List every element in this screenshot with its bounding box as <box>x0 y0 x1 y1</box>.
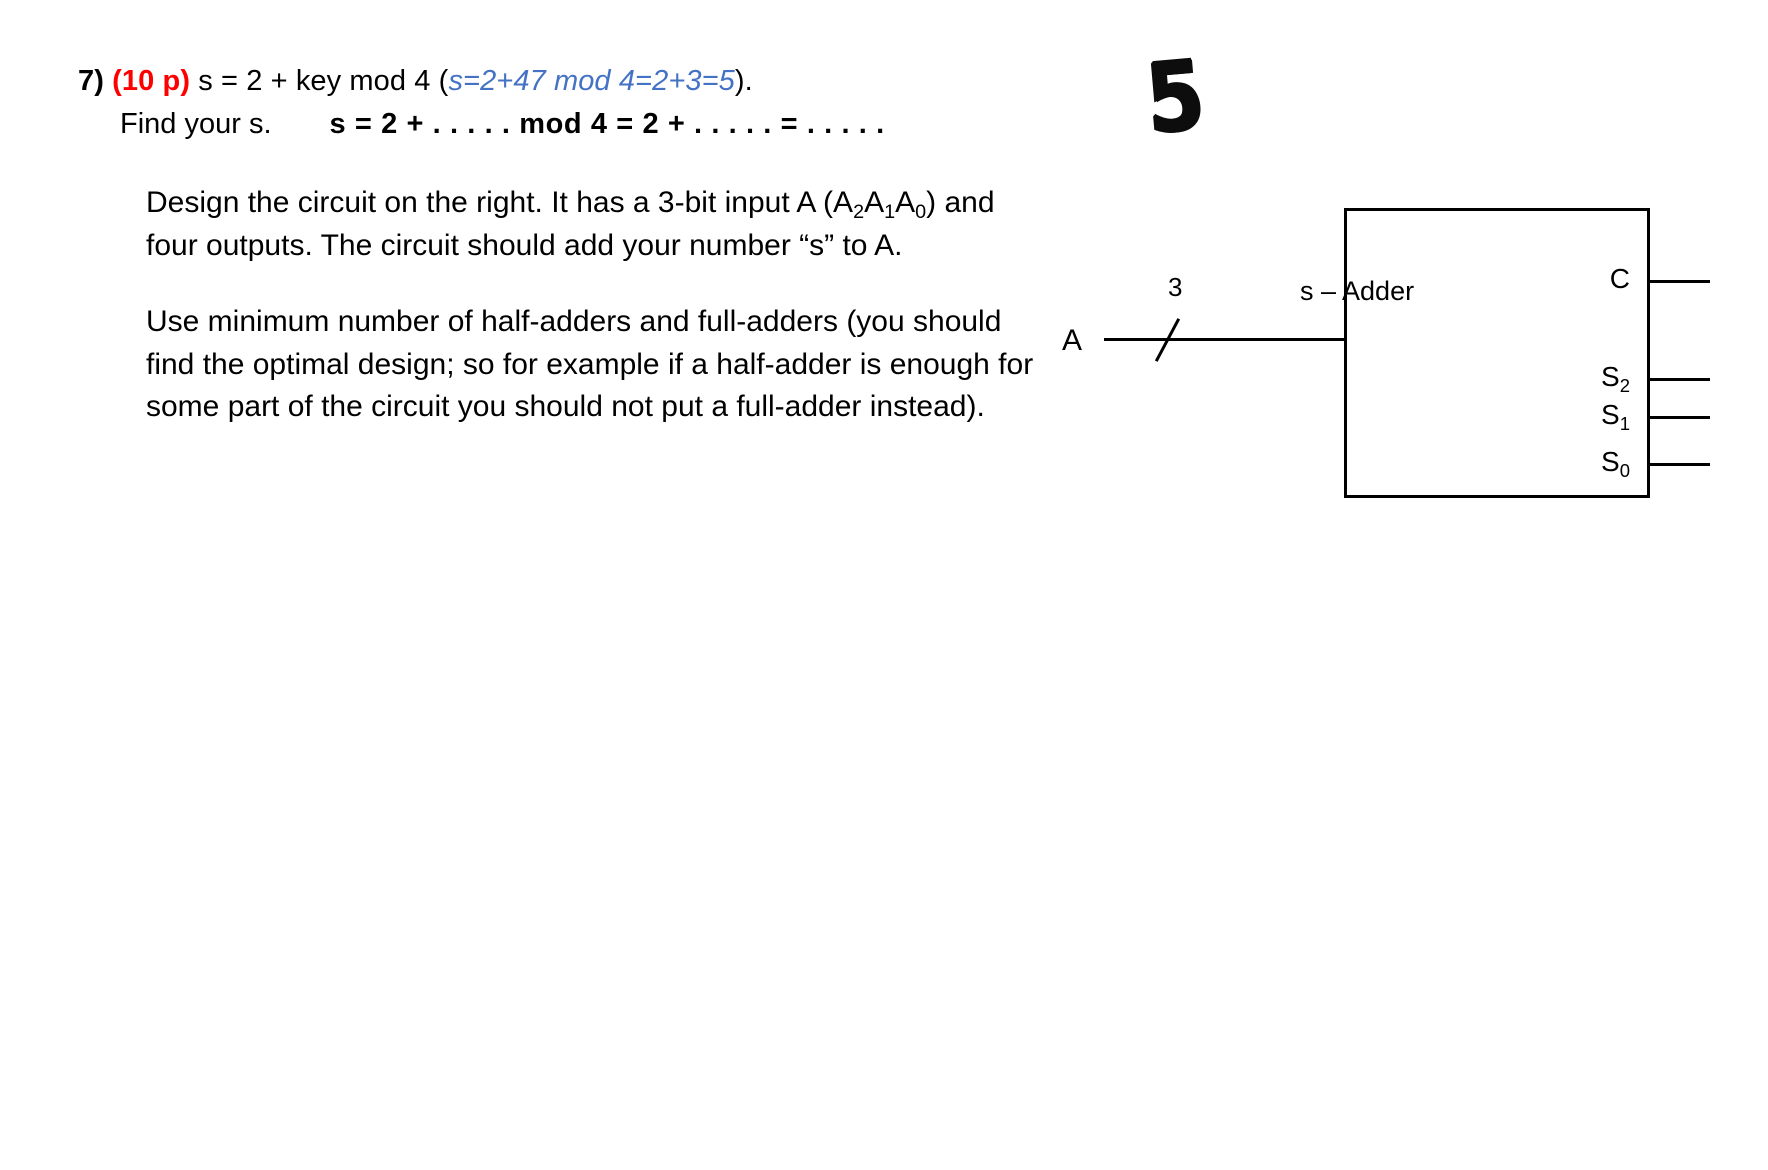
output-s0-subscript: 0 <box>1619 459 1630 481</box>
fill-in-expression: s = 2 + . . . . . mod 4 = 2 + . . . . . … <box>329 108 885 141</box>
output-s1-base: S <box>1601 399 1620 430</box>
output-s1-subscript: 1 <box>1619 412 1630 434</box>
circuit-diagram: A 3 C S2 S1 S0 <box>1040 170 1740 530</box>
output-s2-base: S <box>1601 361 1620 392</box>
output-s2-subscript: 2 <box>1619 374 1630 396</box>
input-bus-wire <box>1104 338 1346 341</box>
para1-part4: ) and four outputs. The circuit should a… <box>146 186 995 262</box>
question-statement: s = 2 + key mod 4 ( <box>198 65 449 97</box>
output-wire-s0 <box>1648 463 1710 466</box>
body-text: Design the circuit on the right. It has … <box>146 182 1046 429</box>
output-wire-s2 <box>1648 378 1710 381</box>
question-header: 7) (10 p) s = 2 + key mod 4 (s=2+47 mod … <box>78 64 1178 141</box>
question-points: (10 p) <box>112 65 191 97</box>
bus-width-label: 3 <box>1168 272 1183 302</box>
output-s0-base: S <box>1601 446 1620 477</box>
output-c-text: C <box>1609 263 1630 294</box>
paragraph-minimum-adders: Use minimum number of half-adders and fu… <box>146 305 1034 424</box>
question-close-paren: ). <box>734 65 753 97</box>
paragraph-design-circuit: Design the circuit on the right. It has … <box>146 182 1046 267</box>
subscript-a2: 2 <box>853 200 865 223</box>
question-line-1: 7) (10 p) s = 2 + key mod 4 (s=2+47 mod … <box>78 64 1178 98</box>
para1-part1: Design the circuit on the right. It has … <box>146 186 854 219</box>
input-a-label: A <box>1062 324 1083 357</box>
s-adder-block-label: s – Adder <box>1300 276 1415 306</box>
s-adder-block <box>1344 208 1650 498</box>
output-label-c: C <box>1520 263 1630 295</box>
question-example: s=2+47 mod 4=2+3=5 <box>448 65 735 97</box>
output-wire-c <box>1648 280 1710 283</box>
question-line-2: Find your s. s = 2 + . . . . . mod 4 = 2 … <box>78 107 1178 141</box>
output-wire-s1 <box>1648 416 1710 419</box>
para1-part3: A <box>895 186 916 219</box>
find-your-s-label: Find your s. <box>120 108 272 141</box>
question-number: 7) <box>78 65 104 97</box>
subscript-a0: 0 <box>915 200 927 223</box>
subscript-a1: 1 <box>884 200 896 223</box>
output-label-s0: S0 <box>1520 446 1630 481</box>
para1-part2: A <box>864 186 885 219</box>
output-label-s1: S1 <box>1520 399 1630 434</box>
output-label-s2: S2 <box>1520 361 1630 396</box>
